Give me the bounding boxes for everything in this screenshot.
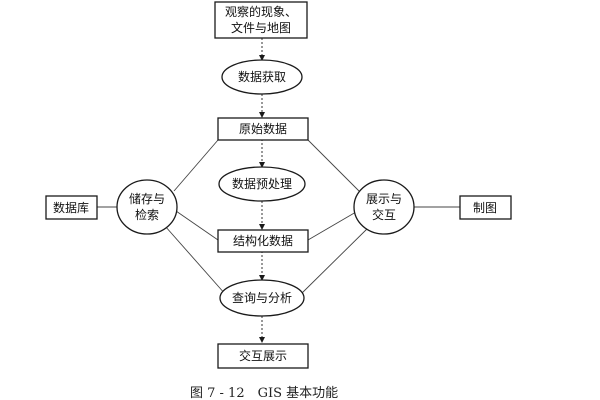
mapping-label: 制图 bbox=[473, 201, 497, 215]
structured-data-label: 结构化数据 bbox=[233, 233, 293, 248]
observations-label-line1: 观察的现象、 bbox=[225, 4, 297, 19]
line-storage-raw bbox=[173, 139, 219, 192]
figure-caption: 图 7 - 12 GIS 基本功能 bbox=[190, 386, 338, 400]
structured-data-box bbox=[217, 229, 309, 253]
storage-retrieval-circle bbox=[116, 179, 178, 235]
database-box bbox=[45, 195, 98, 220]
storage-label-line2: 检索 bbox=[135, 207, 159, 222]
line-storage-structured bbox=[175, 210, 219, 241]
observations-label-line2: 文件与地图 bbox=[231, 20, 291, 35]
query-analysis-ellipse bbox=[219, 279, 305, 317]
mapping-box bbox=[459, 195, 512, 220]
line-raw-display bbox=[307, 139, 361, 193]
display-interaction-circle bbox=[353, 179, 415, 235]
observations-box bbox=[214, 1, 308, 39]
display-label-line2: 交互 bbox=[372, 207, 396, 222]
interactive-display-box bbox=[217, 343, 309, 369]
query-analysis-label: 查询与分析 bbox=[232, 291, 292, 305]
display-label-line1: 展示与 bbox=[366, 192, 402, 206]
line-storage-query bbox=[164, 225, 227, 296]
database-label: 数据库 bbox=[53, 200, 89, 215]
line-query-display bbox=[299, 225, 371, 296]
preprocessing-label: 数据预处理 bbox=[232, 176, 292, 191]
storage-label-line1: 储存与 bbox=[129, 191, 165, 206]
raw-data-label: 原始数据 bbox=[239, 121, 287, 136]
data-acquisition-label: 数据获取 bbox=[238, 69, 286, 84]
raw-data-box bbox=[217, 117, 309, 141]
line-structured-display bbox=[307, 211, 357, 241]
interactive-display-label: 交互展示 bbox=[239, 348, 287, 363]
preprocessing-ellipse bbox=[218, 166, 306, 202]
data-acquisition-ellipse bbox=[221, 59, 303, 95]
